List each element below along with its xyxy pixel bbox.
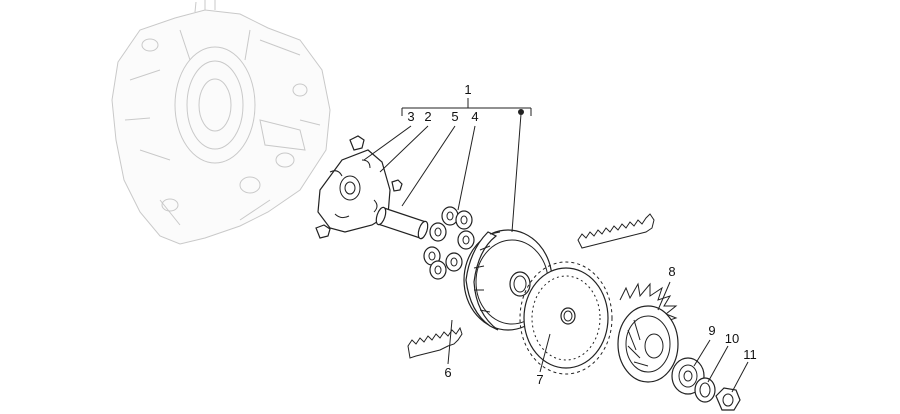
callout-6: 6 xyxy=(444,365,451,380)
callout-labels: 1 2 3 4 5 6 7 8 9 10 11 xyxy=(407,82,756,387)
callout-1: 1 xyxy=(464,82,471,97)
callout-8: 8 xyxy=(668,264,675,279)
ratchet-spring-left xyxy=(407,326,463,359)
ratchet-spring-right xyxy=(577,213,655,249)
roller-weight xyxy=(429,222,447,242)
callout-5: 5 xyxy=(451,109,458,124)
callout-4: 4 xyxy=(471,109,478,124)
fan-pulley xyxy=(617,282,679,383)
roller-weight xyxy=(455,210,473,230)
callout-3: 3 xyxy=(407,109,414,124)
roller-weight xyxy=(441,206,459,226)
callout-7: 7 xyxy=(536,372,543,387)
engine-casing-outline xyxy=(111,0,331,245)
roller-weight xyxy=(445,252,463,272)
roller-weights xyxy=(423,206,475,280)
callout-2: 2 xyxy=(424,109,431,124)
callout-10: 10 xyxy=(725,331,739,346)
flange-nut xyxy=(715,387,741,411)
roller-weight xyxy=(457,230,475,250)
leader-lines xyxy=(363,113,749,393)
assembly-bracket xyxy=(401,98,532,116)
callout-9: 9 xyxy=(708,323,715,338)
slider-guides xyxy=(315,135,403,239)
bracket-dot-marker xyxy=(518,109,524,115)
toothed-ring-gear xyxy=(519,261,613,375)
roller-weight xyxy=(429,260,447,280)
bushing-sleeve xyxy=(375,206,429,240)
washer xyxy=(694,377,716,403)
callout-11: 11 xyxy=(743,347,757,362)
